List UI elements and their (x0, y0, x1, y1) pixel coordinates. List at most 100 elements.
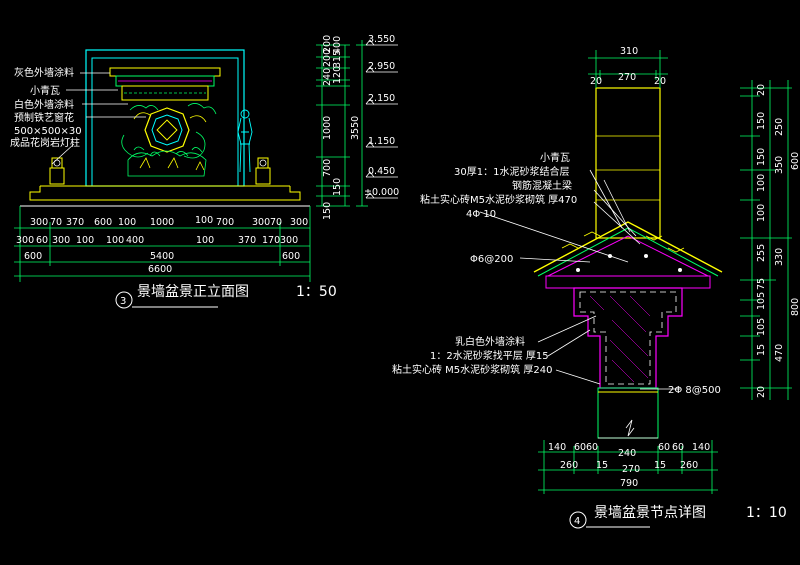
elev-3550: 3.550 (368, 34, 395, 45)
lintel-band (121, 85, 209, 101)
bdim-15a: 15 (596, 460, 608, 471)
dim-b1-9: 70 (270, 217, 282, 228)
dim-240: 240 (322, 68, 333, 86)
bdim-790: 790 (620, 478, 638, 489)
dim-b1-4: 100 (118, 217, 136, 228)
dim-200b: 200 (322, 49, 333, 67)
dim-b1-8: 300 (252, 217, 270, 228)
elev-2150: 2.150 (368, 93, 395, 104)
dim-b1-5: 1000 (150, 217, 174, 228)
bdim-240: 240 (618, 448, 636, 459)
label-stirrup: Φ6@200 (470, 254, 513, 265)
dim-b3-1: 5400 (150, 251, 174, 262)
label-small-tile-detail: 小青瓦 (540, 151, 570, 164)
detail-number: 4 (574, 516, 580, 527)
label-lamp-post: 成品花岗岩灯柱 (10, 136, 80, 149)
right-bottom-dims (538, 440, 718, 494)
detail-title: 4 景墙盆景节点详图 1：10 (569, 505, 787, 529)
label-brick-240: 粘土实心砖 M5水泥砂浆砌筑 厚240 (392, 363, 552, 376)
elev-1150: 1.150 (368, 136, 395, 147)
dim-120: 120 (332, 66, 343, 84)
detail-labels: 小青瓦 30厚1：1水泥砂浆结合层 钢筋混凝土梁 粘土实心砖M5水泥砂浆砌筑 厚… (392, 151, 721, 396)
dim-total-width: 6600 (148, 264, 172, 275)
elevation-markers (365, 39, 398, 199)
odim-330: 330 (774, 248, 785, 266)
dim-b2-6: 100 (196, 235, 214, 246)
left-horizontal-dims (14, 206, 311, 282)
stepped-section (573, 287, 683, 389)
lamp-post-right (255, 157, 271, 185)
detail-section-drawing (479, 50, 792, 494)
octagon-window (144, 107, 190, 153)
label-white-paint: 白色外墙涂料 (14, 98, 74, 111)
label-rebar-4: 4Φ 10 (466, 209, 496, 220)
sdim-75: 75 (756, 278, 767, 290)
bdim-260a: 260 (560, 460, 578, 471)
bdim-60d: 60 (672, 442, 684, 453)
bdim-260b: 260 (680, 460, 698, 471)
drawing-title: 景墙盆景正立面图 (137, 284, 249, 300)
elevation-values: 3.550 2.950 2.150 1.150 0.450 ±0.000 (364, 34, 399, 198)
dim-b2-2: 300 (52, 235, 70, 246)
left-bottom-dim-text: 300 70 370 600 100 1000 100 700 300 70 3… (16, 215, 308, 275)
dim-270: 270 (618, 72, 636, 83)
lamp-post-left (49, 157, 65, 185)
dim-315: 315 (332, 50, 343, 68)
left-leaders (51, 72, 146, 165)
detail-bottom-dim-text: 140 60 60 240 60 60 140 260 15 270 15 26… (548, 442, 710, 489)
dim-b1-7: 700 (216, 217, 234, 228)
left-side-dim-text: 200 200 240 120 315 400 1000 700 150 150… (322, 35, 361, 220)
bdim-270: 270 (622, 464, 640, 475)
detail-top-dim-text: 310 20 270 20 (590, 46, 666, 87)
elev-0450: 0.450 (368, 166, 395, 177)
odim-600: 600 (790, 152, 800, 170)
front-elevation-title: 3 景墙盆景正立面图 1：50 (115, 284, 337, 309)
dim-b2-7: 370 (238, 235, 256, 246)
dim-b2-5: 400 (126, 235, 144, 246)
bdim-60c: 60 (658, 442, 670, 453)
sdim-105a: 105 (756, 292, 767, 310)
top-column (595, 87, 661, 239)
bdim-60a: 60 (574, 442, 586, 453)
title-number-circle (115, 291, 133, 309)
sdim-20a: 20 (756, 84, 767, 96)
dim-b2-3: 100 (76, 235, 94, 246)
lower-column (597, 387, 659, 439)
sdim-15: 15 (756, 344, 767, 356)
elev-2950: 2.950 (368, 61, 395, 72)
dim-20-right: 20 (654, 76, 666, 87)
right-side-dims (740, 80, 792, 400)
dim-b3-0: 600 (24, 251, 42, 262)
detail-title-text: 景墙盆景节点详图 (594, 505, 706, 521)
sdim-150b: 150 (756, 148, 767, 166)
dim-20-left: 20 (590, 76, 602, 87)
stepped-base (20, 185, 310, 207)
dim-150b: 150 (322, 202, 333, 220)
dim-b2-8: 170 (262, 235, 280, 246)
odim-470: 470 (774, 344, 785, 362)
label-brick-470: 粘土实心砖M5水泥砂浆砌筑 厚470 (420, 193, 577, 206)
right-leaders (479, 169, 680, 390)
label-rebar-2: 2Φ 8@500 (668, 385, 721, 396)
left-vertical-dims (316, 40, 368, 207)
dim-150a: 150 (332, 178, 343, 196)
sdim-255: 255 (756, 244, 767, 262)
label-leveling: 1：2水泥砂浆找平层 厚15 (430, 349, 549, 362)
dim-b2-9: 300 (280, 235, 298, 246)
dim-b3-2: 600 (282, 251, 300, 262)
dim-700: 700 (322, 159, 333, 177)
detail-side-dim-text: 20 150 150 100 100 255 75 105 105 15 20 … (756, 84, 800, 398)
dim-b1-3: 600 (94, 217, 112, 228)
tile-roof (533, 221, 723, 289)
bonsai-plant (121, 103, 217, 177)
label-rc-beam: 钢筋混凝土梁 (512, 179, 572, 192)
label-mortar-bed: 30厚1：1水泥砂浆结合层 (454, 165, 569, 178)
sdim-105b: 105 (756, 318, 767, 336)
sdim-100b: 100 (756, 204, 767, 222)
sdim-100a: 100 (756, 174, 767, 192)
dim-total-height: 3550 (350, 116, 361, 140)
label-grey-paint: 灰色外墙涂料 (14, 66, 74, 79)
dim-400: 400 (332, 36, 343, 54)
label-window-size: 500×500×30 (14, 126, 82, 137)
